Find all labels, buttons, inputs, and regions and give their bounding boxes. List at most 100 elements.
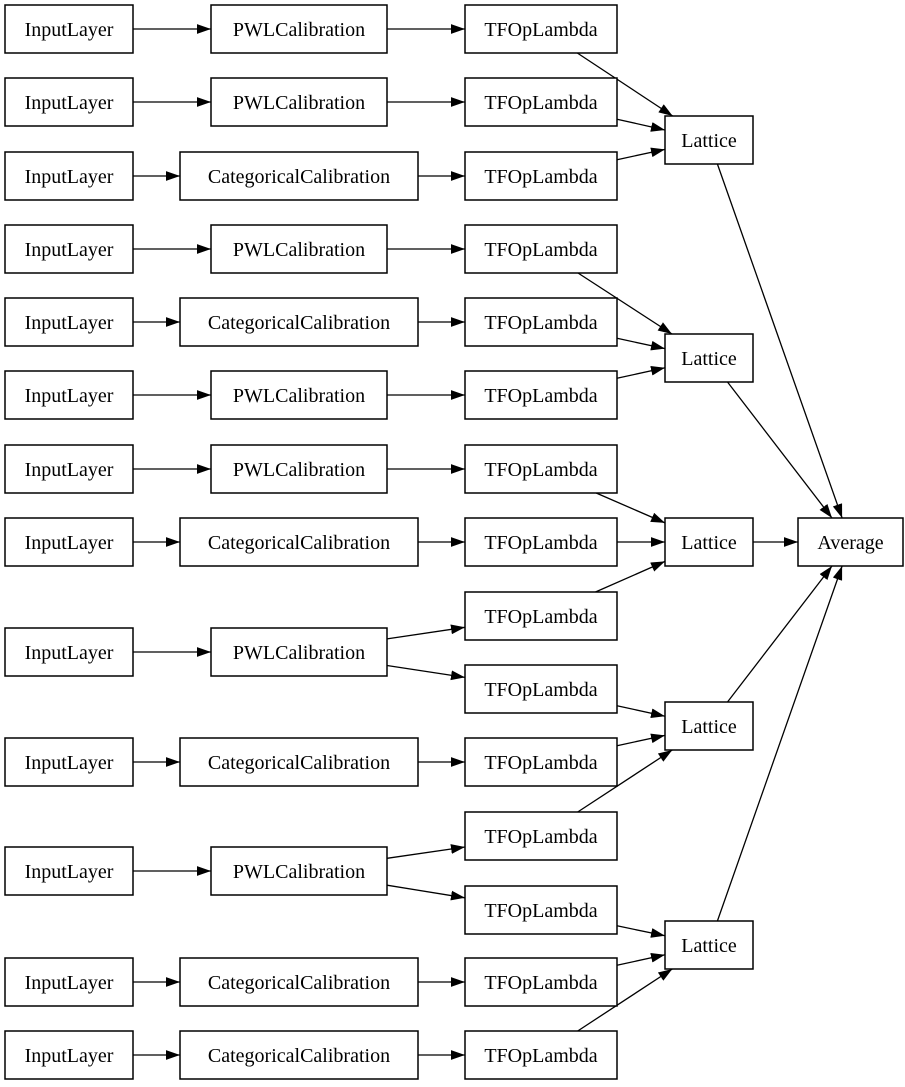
edge-t11-lat4 <box>616 733 666 747</box>
edge-pwl7-t13 <box>386 884 466 901</box>
node-box-il4 <box>4 224 134 274</box>
edge-t3-lat1 <box>616 147 666 161</box>
node-label-pwl5: PWLCalibration <box>233 459 365 481</box>
diagram-node-pwl5: PWLCalibration <box>210 444 388 494</box>
diagram-node-lat3: Lattice <box>664 517 754 567</box>
diagram-node-il13: InputLayer <box>4 1030 134 1080</box>
diagram-node-pwl1: PWLCalibration <box>210 4 388 54</box>
edge-t15-lat5 <box>577 968 673 1032</box>
node-label-lat2: Lattice <box>681 348 737 370</box>
diagram-node-lat5: Lattice <box>664 920 754 970</box>
diagram-node-il8: InputLayer <box>4 517 134 567</box>
node-label-t14: TFOpLambda <box>484 972 597 994</box>
node-label-lat4: Lattice <box>681 716 737 738</box>
node-label-t9: TFOpLambda <box>484 606 597 628</box>
diagram-node-t10: TFOpLambda <box>464 664 618 714</box>
node-box-pwl5 <box>210 444 388 494</box>
node-label-il9: InputLayer <box>25 642 114 664</box>
diagram-node-t9: TFOpLambda <box>464 591 618 641</box>
node-box-lat4 <box>664 701 754 751</box>
node-box-pwl6 <box>210 627 388 677</box>
edge-lat4-avg <box>726 565 833 703</box>
node-box-avg <box>797 517 904 567</box>
node-box-pwl4 <box>210 370 388 420</box>
node-label-il6: InputLayer <box>25 385 114 407</box>
diagram-node-avg: Average <box>797 517 904 567</box>
diagram-node-il4: InputLayer <box>4 224 134 274</box>
node-box-cat6 <box>179 1030 419 1080</box>
diagram-node-il12: InputLayer <box>4 957 134 1007</box>
node-label-t3: TFOpLambda <box>484 166 597 188</box>
node-label-t8: TFOpLambda <box>484 532 597 554</box>
diagram-node-il6: InputLayer <box>4 370 134 420</box>
node-label-il10: InputLayer <box>25 752 114 774</box>
node-box-cat4 <box>179 737 419 787</box>
node-box-t11 <box>464 737 618 787</box>
edges-group <box>133 24 843 1060</box>
node-box-il2 <box>4 77 134 127</box>
node-label-cat1: CategoricalCalibration <box>208 166 390 188</box>
node-label-il12: InputLayer <box>25 972 114 994</box>
node-box-t9 <box>464 591 618 641</box>
edge-lat2-avg <box>726 381 833 519</box>
diagram-node-pwl2: PWLCalibration <box>210 77 388 127</box>
node-label-cat4: CategoricalCalibration <box>208 752 390 774</box>
node-box-t3 <box>464 151 618 201</box>
edge-pwl6-t10 <box>386 664 466 681</box>
diagram-node-pwl3: PWLCalibration <box>210 224 388 274</box>
node-label-il4: InputLayer <box>25 239 114 261</box>
edge-pwl6-t9 <box>386 624 466 640</box>
node-box-il13 <box>4 1030 134 1080</box>
node-box-il3 <box>4 151 134 201</box>
diagram-node-pwl6: PWLCalibration <box>210 627 388 677</box>
edge-t4-lat2 <box>577 272 673 335</box>
diagram-node-t3: TFOpLambda <box>464 151 618 201</box>
node-label-t6: TFOpLambda <box>484 385 597 407</box>
diagram-node-il2: InputLayer <box>4 77 134 127</box>
node-label-il3: InputLayer <box>25 166 114 188</box>
node-label-t12: TFOpLambda <box>484 826 597 848</box>
node-label-t2: TFOpLambda <box>484 92 597 114</box>
node-box-il11 <box>4 846 134 896</box>
diagram-node-lat2: Lattice <box>664 333 754 383</box>
node-label-cat2: CategoricalCalibration <box>208 312 390 334</box>
node-box-il9 <box>4 627 134 677</box>
node-box-il10 <box>4 737 134 787</box>
node-label-pwl1: PWLCalibration <box>233 19 365 41</box>
diagram-node-t7: TFOpLambda <box>464 444 618 494</box>
node-label-il7: InputLayer <box>25 459 114 481</box>
node-box-il8 <box>4 517 134 567</box>
diagram-node-t13: TFOpLambda <box>464 885 618 935</box>
node-box-t10 <box>464 664 618 714</box>
edge-t14-lat5 <box>616 952 666 966</box>
node-box-cat2 <box>179 297 419 347</box>
node-label-avg: Average <box>817 532 883 554</box>
diagram-node-t1: TFOpLambda <box>464 4 618 54</box>
diagram-node-lat1: Lattice <box>664 115 754 165</box>
node-label-cat5: CategoricalCalibration <box>208 972 390 994</box>
diagram-node-il1: InputLayer <box>4 4 134 54</box>
diagram-node-cat5: CategoricalCalibration <box>179 957 419 1007</box>
edge-pwl7-t12 <box>386 844 466 859</box>
node-box-il1 <box>4 4 134 54</box>
edge-t6-lat2 <box>616 365 666 379</box>
node-box-t8 <box>464 517 618 567</box>
diagram-node-il7: InputLayer <box>4 444 134 494</box>
node-label-il8: InputLayer <box>25 532 114 554</box>
diagram-node-t15: TFOpLambda <box>464 1030 618 1080</box>
node-label-pwl6: PWLCalibration <box>233 642 365 664</box>
node-box-cat1 <box>179 151 419 201</box>
node-label-t7: TFOpLambda <box>484 459 597 481</box>
node-label-il2: InputLayer <box>25 92 114 114</box>
node-box-t1 <box>464 4 618 54</box>
node-label-t5: TFOpLambda <box>484 312 597 334</box>
edge-t1-lat1 <box>576 52 674 117</box>
edge-t2-lat1 <box>616 118 666 132</box>
node-box-t13 <box>464 885 618 935</box>
diagram-node-il11: InputLayer <box>4 846 134 896</box>
node-box-lat3 <box>664 517 754 567</box>
node-label-pwl7: PWLCalibration <box>233 861 365 883</box>
node-box-cat3 <box>179 517 419 567</box>
diagram-node-cat1: CategoricalCalibration <box>179 151 419 201</box>
node-label-t1: TFOpLambda <box>484 19 597 41</box>
